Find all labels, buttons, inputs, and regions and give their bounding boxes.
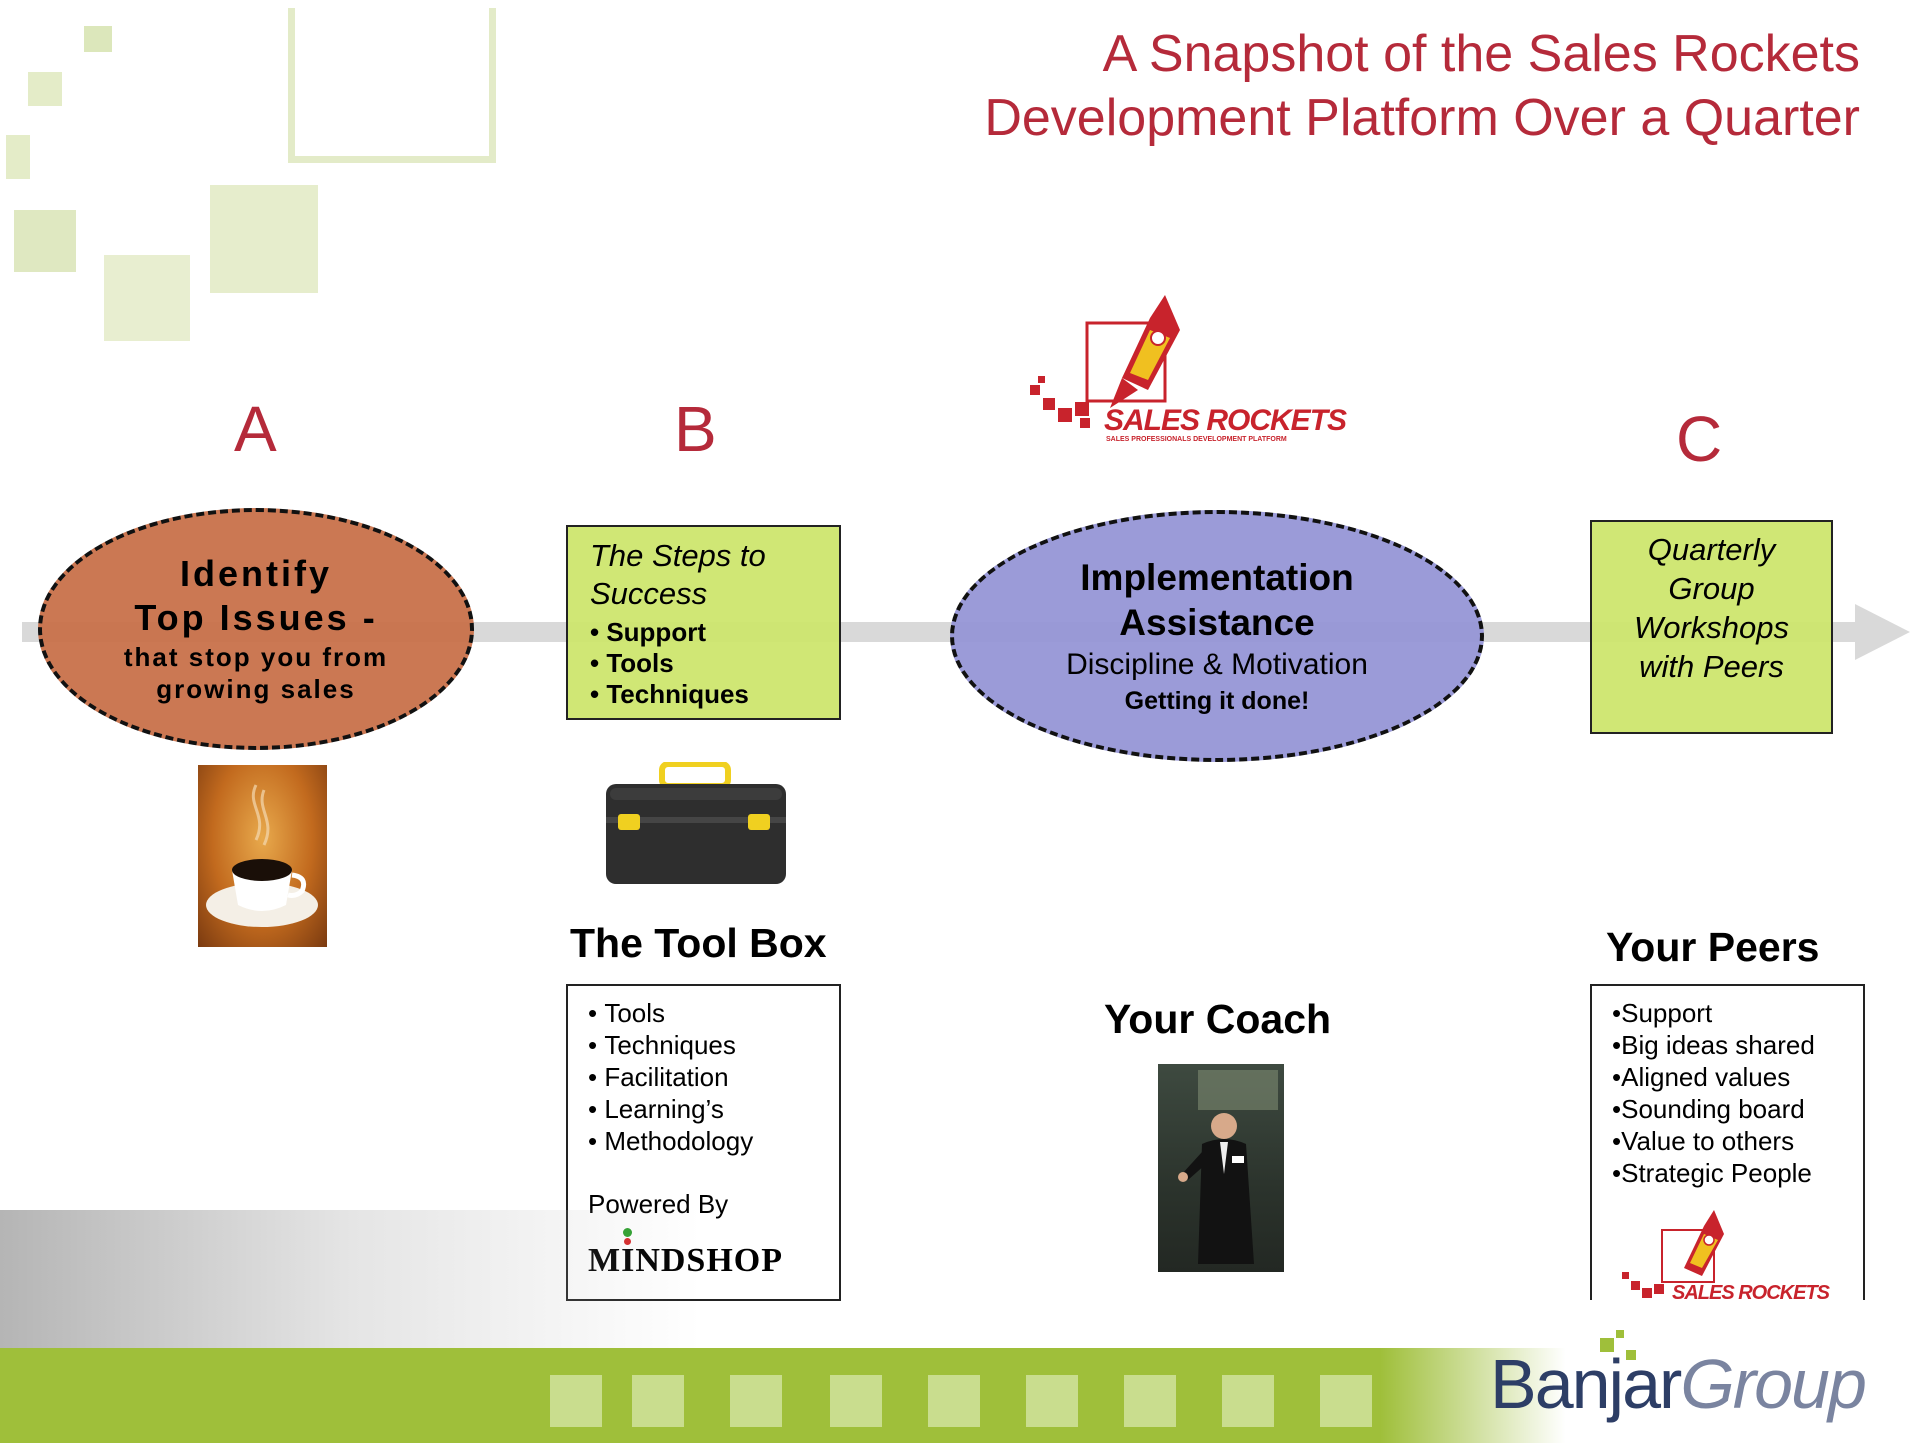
banjar-logo-square	[1626, 1350, 1636, 1360]
identify-line-1: Identify	[179, 553, 332, 594]
title-line-1: A Snapshot of the Sales Rockets	[1102, 25, 1860, 83]
toolbox-item: Learning’s	[588, 1093, 839, 1125]
band-square	[1222, 1375, 1274, 1427]
toolbox-list: Tools Techniques Facilitation Learning’s…	[588, 997, 839, 1157]
stage-letter-b: B	[674, 393, 717, 465]
identify-sub-1: that stop you from	[123, 642, 389, 672]
toolbox-item: Facilitation	[588, 1061, 839, 1093]
workshops-line: Group	[1668, 571, 1755, 606]
banjar-logo: BanjarGroup	[1490, 1344, 1867, 1424]
rocket-icon	[1622, 1210, 1724, 1298]
decor-square	[6, 135, 30, 179]
band-square	[1320, 1375, 1372, 1427]
decor-square	[14, 210, 76, 272]
banjar-logo-part1: Banjar	[1490, 1345, 1682, 1423]
steps-list: Support Tools Techniques	[590, 617, 839, 710]
band-fade-right	[1380, 1300, 1910, 1443]
peers-item: Support	[1612, 997, 1863, 1029]
peers-item: Value to others	[1612, 1125, 1863, 1157]
implementation-bold-sub: Getting it done!	[1124, 687, 1310, 715]
timeline-arrow-head	[1855, 604, 1910, 660]
band-square	[730, 1375, 782, 1427]
peers-box: Support Big ideas shared Aligned values …	[1590, 984, 1865, 1332]
coffee-cup-photo	[198, 765, 327, 947]
band-square	[632, 1375, 684, 1427]
toolbox-heading: The Tool Box	[570, 920, 827, 966]
decor-square	[84, 26, 112, 52]
toolbox-item: Tools	[588, 997, 839, 1029]
sales-rockets-logo-text: SALES ROCKETS	[1104, 404, 1347, 437]
decor-square	[210, 185, 318, 293]
implementation-line-1: Implementation	[1080, 557, 1354, 598]
banjar-logo-square	[1616, 1330, 1624, 1338]
implementation-ellipse: Implementation Assistance Discipline & M…	[950, 510, 1484, 762]
workshops-line: Workshops	[1633, 610, 1790, 645]
steps-item: Tools	[590, 648, 839, 679]
peers-item: Sounding board	[1612, 1093, 1863, 1125]
decor-square	[104, 255, 190, 341]
peers-list: Support Big ideas shared Aligned values …	[1612, 997, 1863, 1189]
toolbox-item: Techniques	[588, 1029, 839, 1061]
identify-sub-2: growing sales	[156, 674, 356, 704]
sales-rockets-tagline: SALES PROFESSIONALS DEVELOPMENT PLATFORM	[1106, 436, 1287, 443]
peers-logo-text: SALES ROCKETS	[1672, 1282, 1830, 1304]
coach-photo	[1158, 1064, 1284, 1272]
title-line-2: Development Platform Over a Quarter	[984, 89, 1860, 147]
band-square	[830, 1375, 882, 1427]
banjar-logo-part2: Group	[1680, 1345, 1867, 1423]
peers-sales-rockets-logo: SALES ROCKETS	[1622, 1206, 1842, 1316]
peers-item: Big ideas shared	[1612, 1029, 1863, 1061]
steps-heading-2: Success	[590, 576, 708, 611]
toolbox-item: Methodology	[588, 1125, 839, 1157]
coach-heading: Your Coach	[1104, 996, 1332, 1042]
steps-item: Support	[590, 617, 839, 648]
stage-letter-c: C	[1676, 403, 1723, 475]
band-square	[928, 1375, 980, 1427]
peers-heading: Your Peers	[1606, 924, 1820, 970]
implementation-line-2: Assistance	[1119, 602, 1315, 643]
workshops-line: Quarterly	[1647, 532, 1776, 567]
band-square	[550, 1375, 602, 1427]
identify-issues-ellipse: Identify Top Issues - that stop you from…	[38, 508, 474, 750]
crowd-photo-fade	[0, 1210, 700, 1350]
band-square	[1124, 1375, 1176, 1427]
decor-square	[28, 72, 62, 106]
sales-rockets-logo: SALES ROCKETS SALES PROFESSIONALS DEVELO…	[1030, 290, 1350, 450]
stage-letter-a: A	[234, 393, 277, 465]
peers-item: Strategic People	[1612, 1157, 1863, 1189]
identify-line-2: Top Issues -	[134, 597, 378, 638]
banjar-logo-square	[1600, 1338, 1614, 1352]
band-square	[1026, 1375, 1078, 1427]
implementation-sub: Discipline & Motivation	[1066, 648, 1368, 681]
workshops-line: with Peers	[1639, 649, 1784, 684]
steps-heading-1: The Steps to	[590, 538, 766, 573]
toolbox-photo	[600, 761, 792, 887]
rocket-icon	[1030, 295, 1180, 428]
quarterly-workshops-box: Quarterly Group Workshops with Peers	[1590, 520, 1833, 734]
steps-item: Techniques	[590, 679, 839, 710]
peers-item: Aligned values	[1612, 1061, 1863, 1093]
steps-to-success-box: The Steps to Success Support Tools Techn…	[566, 525, 841, 720]
decor-square	[288, 8, 496, 163]
